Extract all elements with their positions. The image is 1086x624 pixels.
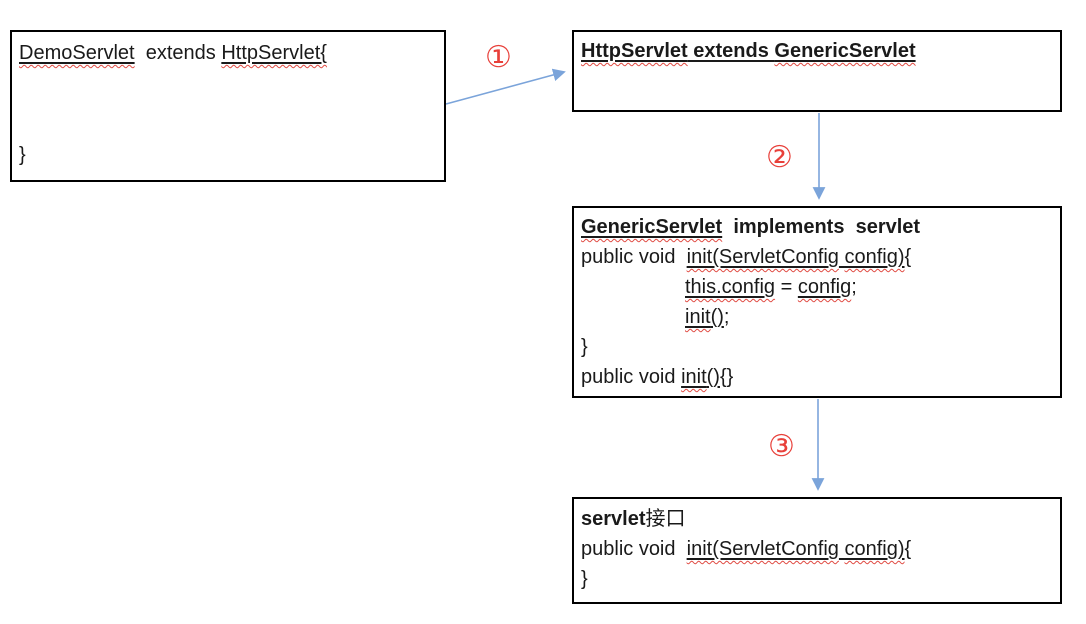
text-segment: {: [904, 246, 912, 268]
code-line: }: [19, 138, 437, 172]
spellcheck-underlined-text: GenericServlet: [774, 40, 916, 62]
text-segment: HttpServlet: [581, 40, 688, 62]
text-segment: GenericServlet: [581, 216, 722, 238]
text-segment: public void: [581, 246, 687, 268]
text-segment: DemoServlet: [19, 42, 135, 64]
text-segment: public void: [581, 366, 682, 388]
code-line: public void init(ServletConfig config){: [581, 242, 1053, 272]
text-segment: init(ServletConfig: [687, 246, 839, 268]
text-segment: init: [685, 306, 711, 328]
text-segment: init: [681, 366, 707, 388]
text-segment: init(ServletConfig: [687, 538, 839, 560]
spellcheck-underlined-text: config: [797, 276, 852, 298]
text-segment: ;: [851, 276, 857, 298]
spellcheck-underlined-text: config): [844, 246, 905, 268]
text-segment: {}: [719, 366, 734, 388]
arrow-demo-to-httpservlet: [445, 68, 566, 105]
text-segment: public void: [581, 538, 687, 560]
code-line: GenericServlet implements servlet: [581, 212, 1053, 242]
code-line: DemoServlet extends HttpServlet{: [19, 36, 437, 70]
spellcheck-underlined-text: config): [844, 538, 905, 560]
code-line: this.config = config;: [581, 272, 1053, 302]
spellcheck-underlined-text: init: [681, 366, 707, 388]
code-line: [19, 104, 437, 138]
step-number-1: ①: [485, 40, 512, 75]
text-segment: config): [844, 538, 904, 560]
text-segment: this.config: [685, 276, 775, 298]
spellcheck-underlined-text: GenericServlet: [581, 216, 723, 238]
text-segment: config): [844, 246, 904, 268]
text-segment: extends: [687, 40, 775, 62]
text-segment: (): [710, 306, 724, 328]
text-segment: {: [904, 538, 912, 560]
code-line: init();: [581, 302, 1053, 332]
code-line: }: [581, 332, 1053, 362]
text-segment: ;: [723, 306, 730, 328]
spellcheck-underlined-text: this.config: [685, 276, 776, 298]
step-number-3: ③: [768, 429, 795, 464]
text-segment: =: [775, 276, 798, 298]
code-line: HttpServlet extends GenericServlet: [581, 36, 1053, 66]
text-segment: (): [706, 366, 720, 388]
text-segment: servlet: [581, 508, 646, 530]
spellcheck-underlined-text: init: [685, 306, 711, 328]
spellcheck-underlined-text: DemoServlet: [19, 42, 135, 64]
text-segment: extends: [134, 42, 222, 64]
spellcheck-underlined-text: HttpServlet{: [221, 42, 327, 64]
step-number-2: ②: [766, 140, 793, 175]
text-segment: implements servlet: [722, 216, 921, 238]
text-segment: HttpServlet{: [221, 42, 327, 64]
text-segment: config: [798, 276, 851, 298]
text-segment: 接口: [645, 506, 686, 530]
text-segment: }: [581, 568, 588, 590]
spellcheck-underlined-text: init(ServletConfig: [686, 538, 839, 560]
spellcheck-underlined-text: init(ServletConfig: [686, 246, 839, 268]
spellcheck-underlined-text: HttpServlet: [581, 40, 688, 62]
text-segment: }: [581, 336, 588, 358]
code-line: [19, 70, 437, 104]
code-line: servlet接口: [581, 503, 1053, 534]
text-segment: GenericServlet: [774, 40, 915, 62]
code-line: public void init(){}: [581, 362, 1053, 392]
text-segment: }: [19, 144, 26, 166]
class-box-demoservlet: DemoServlet extends HttpServlet{ }: [10, 30, 446, 182]
code-line: public void init(ServletConfig config){: [581, 534, 1053, 564]
code-line: }: [581, 564, 1053, 594]
class-box-httpservlet: HttpServlet extends GenericServlet: [572, 30, 1062, 112]
